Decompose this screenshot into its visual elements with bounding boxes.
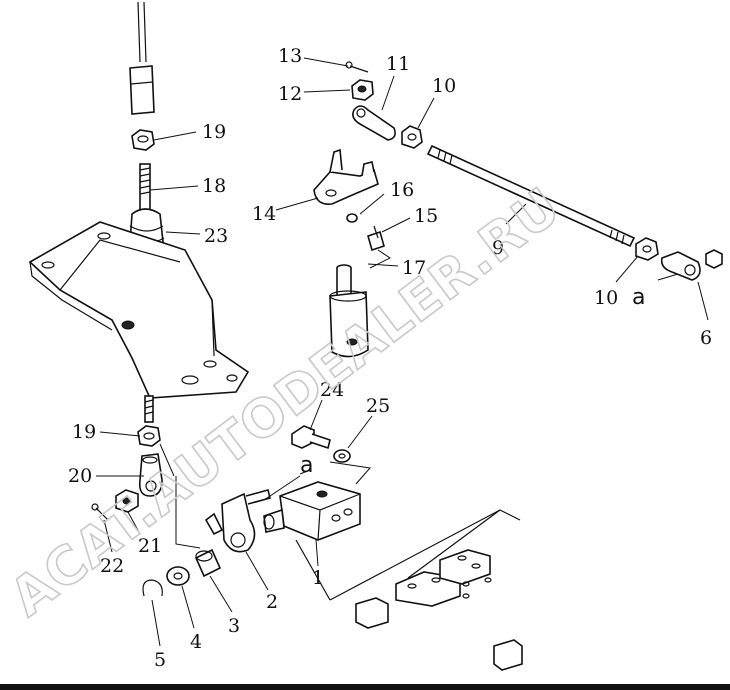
label-15: 15 (414, 205, 438, 227)
label-16: 16 (390, 179, 414, 201)
nut-19-upper (131, 129, 155, 151)
housing-1 (263, 481, 361, 541)
lever-14 (313, 148, 379, 206)
callout-labels: 13 11 12 10 19 18 16 14 15 23 17 9 10 a … (68, 45, 712, 671)
nut-10-right (635, 237, 659, 261)
threaded-rod-18 (139, 163, 151, 211)
snap-ring-5 (142, 579, 163, 597)
label-11: 11 (386, 53, 410, 75)
label-4: 4 (190, 631, 202, 653)
label-17: 17 (402, 257, 426, 279)
label-3: 3 (228, 615, 240, 637)
label-13: 13 (278, 45, 302, 67)
long-rod-9 (426, 144, 636, 248)
bracket-plate (28, 221, 250, 399)
label-23: 23 (204, 225, 228, 247)
bolt-15 (367, 225, 385, 252)
bolt-24 (291, 425, 331, 450)
rod-end-20 (138, 453, 163, 497)
label-19-lower: 19 (72, 421, 96, 443)
washer-16 (346, 213, 358, 223)
label-10-right: 10 (594, 287, 618, 309)
bushing-3 (194, 548, 222, 578)
label-25: 25 (366, 395, 390, 417)
washer-4 (166, 566, 190, 586)
label-9: 9 (492, 237, 504, 259)
label-1: 1 (312, 567, 324, 589)
rod-end-6 (660, 249, 723, 281)
label-22: 22 (100, 555, 124, 577)
label-18: 18 (202, 175, 226, 197)
shaft-housing-17 (329, 264, 369, 358)
pin-22 (91, 503, 109, 521)
bottom-border (0, 684, 730, 690)
label-24: 24 (320, 379, 344, 401)
lower-rod (144, 395, 154, 423)
nut-19-lower (137, 425, 161, 447)
leader-lines (96, 57, 709, 647)
label-a-upper: a (632, 285, 645, 310)
nut-21 (115, 489, 139, 513)
washer-25 (333, 449, 351, 463)
label-19-upper: 19 (202, 121, 226, 143)
rod-end-11 (352, 105, 396, 141)
label-12: 12 (278, 83, 302, 105)
control-cable (129, 1, 155, 115)
label-10-top: 10 (432, 75, 456, 97)
label-21: 21 (138, 535, 162, 557)
label-20: 20 (68, 465, 92, 487)
nut-12 (351, 79, 374, 101)
mounting-blocks (295, 509, 523, 671)
label-2: 2 (266, 591, 278, 613)
label-a-lower: a (300, 453, 313, 478)
label-6: 6 (700, 327, 712, 349)
label-5: 5 (154, 649, 166, 671)
lever-2 (204, 489, 271, 553)
nut-10-top (401, 125, 423, 149)
cotter-pin-13 (345, 61, 369, 73)
label-14: 14 (252, 203, 276, 225)
